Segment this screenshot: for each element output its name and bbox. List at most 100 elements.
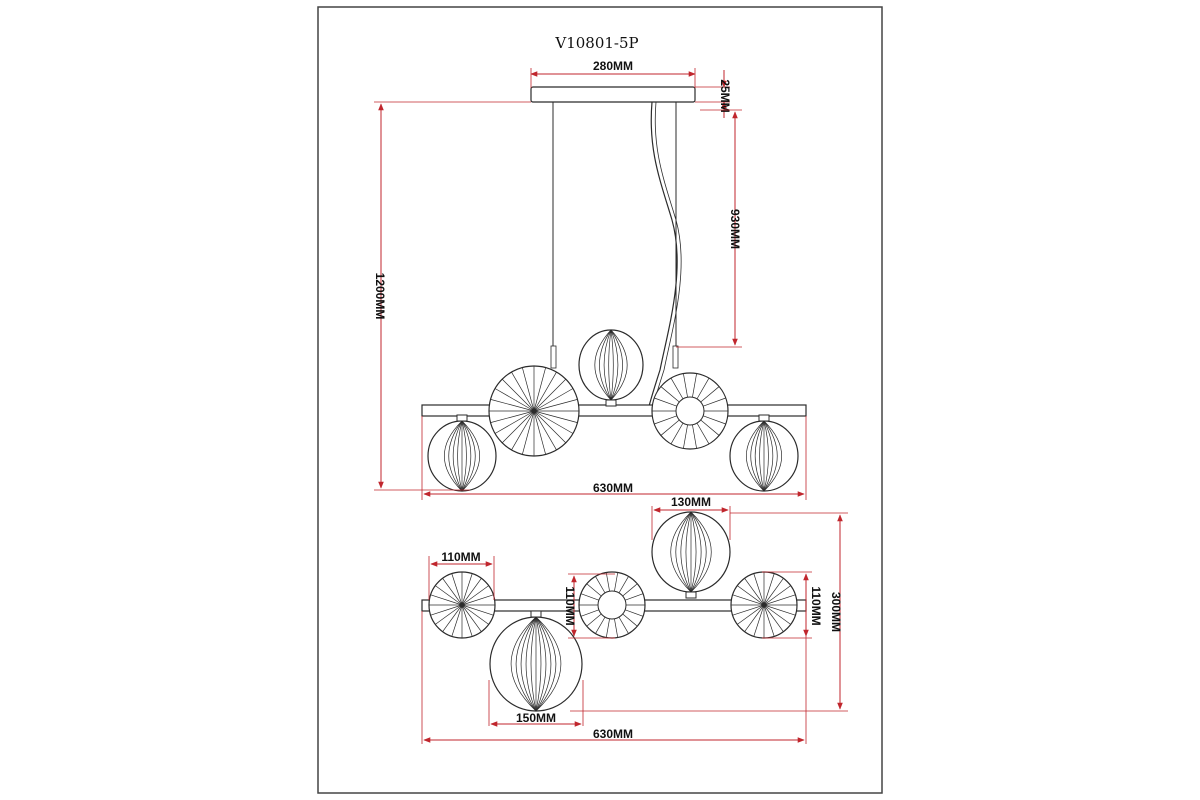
globe-rib (535, 616, 547, 712)
disc-rib (763, 604, 796, 616)
disc-rib (763, 604, 775, 637)
globe-rib (763, 420, 783, 492)
disc-rib (522, 367, 535, 412)
disc-rib (511, 371, 535, 412)
disc-rib (763, 573, 775, 606)
globe-rib (610, 329, 619, 401)
disc-rib (763, 585, 791, 606)
disc-rib (435, 585, 463, 606)
disc-rib (744, 578, 765, 606)
globe-rib (690, 511, 712, 593)
globe-outline (578, 329, 644, 401)
globe-rib (525, 616, 537, 712)
globe-rib (535, 616, 557, 712)
globe-rib (759, 420, 765, 492)
disc-rib (654, 397, 677, 407)
disc-center-ring (675, 396, 705, 426)
disc-rib (605, 618, 610, 638)
globe-rib (754, 420, 765, 492)
globe-rib (594, 329, 612, 401)
dim-front-width: 630MM (593, 481, 633, 495)
dim-suspension-length: 930MM (728, 209, 742, 249)
disc-rib (580, 593, 599, 601)
globe-rib (448, 420, 463, 492)
top-globe-lower (489, 610, 583, 712)
disc-rib (586, 613, 602, 627)
disc-rib (683, 373, 688, 398)
dim-small-disc: 110MM (441, 550, 480, 564)
disc-rib (654, 415, 677, 425)
globe-rib (750, 420, 765, 492)
rod-sleeve-left (550, 345, 557, 369)
globe-rib (461, 420, 472, 492)
disc-rib (533, 388, 574, 412)
disc-rib (586, 583, 602, 597)
globe-rib (763, 420, 774, 492)
disc-rib (763, 594, 796, 606)
disc-rib (461, 578, 482, 606)
globe-rib (610, 329, 623, 401)
disc-rib (737, 604, 765, 625)
disc-rib (533, 367, 546, 412)
disc-rib (700, 419, 720, 436)
globe-rib (745, 420, 765, 492)
disc-rib (622, 613, 638, 627)
disc-rib (670, 422, 684, 445)
globe-rib (690, 511, 707, 593)
globe-rib (675, 511, 692, 593)
disc-rib (533, 371, 557, 412)
disc-rib (494, 388, 535, 412)
disc-rib (625, 593, 644, 601)
globe-rib (520, 616, 537, 712)
disc-hub (459, 602, 465, 608)
dim-canopy-width: 280MM (593, 59, 633, 73)
disc-shade-left (488, 365, 580, 457)
disc-rib (442, 578, 463, 606)
disc-center-ring (597, 590, 627, 620)
disc-rib (490, 410, 535, 423)
sheet-border (317, 6, 883, 794)
disc-rib (703, 397, 726, 407)
disc-rib (595, 576, 606, 594)
globe-rib (535, 616, 562, 712)
disc-rib (605, 572, 610, 592)
disc-rib (732, 594, 765, 606)
globe-rib (443, 420, 463, 492)
globe-rib (530, 616, 537, 712)
disc-rib (692, 424, 697, 449)
globe-cap (530, 610, 542, 618)
globe-rib (461, 420, 481, 492)
disc-rib (580, 609, 599, 617)
globe-rib (610, 329, 614, 401)
disc-rib (692, 373, 697, 398)
globe-shade-left (427, 414, 497, 492)
disc-rib (533, 410, 574, 434)
disc-rib (763, 604, 791, 625)
globe-shade-right (729, 414, 799, 492)
front-view-dimensions: 280MM 25MM 1200MM 930MM 630MM (373, 59, 807, 500)
globe-rib (690, 511, 697, 593)
disc-rib (435, 604, 463, 625)
disc-rib (622, 583, 638, 597)
top-globe-upper (651, 511, 731, 599)
globe-cap (605, 399, 617, 407)
disc-rib (696, 377, 710, 400)
globe-rib (461, 420, 476, 492)
disc-rib (753, 604, 765, 637)
disc-rib (430, 594, 463, 606)
globe-cap (758, 414, 770, 422)
power-cord (647, 101, 678, 411)
dim-canopy-height: 25MM (718, 79, 732, 112)
globe-rib (608, 329, 612, 401)
disc-rib (618, 576, 629, 594)
disc-rib (744, 604, 765, 632)
dim-overall-height: 1200MM (373, 273, 387, 320)
disc-rib (461, 604, 482, 632)
globe-rib (535, 616, 542, 712)
globe-rib (599, 329, 612, 401)
globe-cap (456, 414, 468, 422)
globe-rib (763, 420, 778, 492)
front-view (421, 86, 807, 492)
disc-rib (533, 378, 567, 412)
